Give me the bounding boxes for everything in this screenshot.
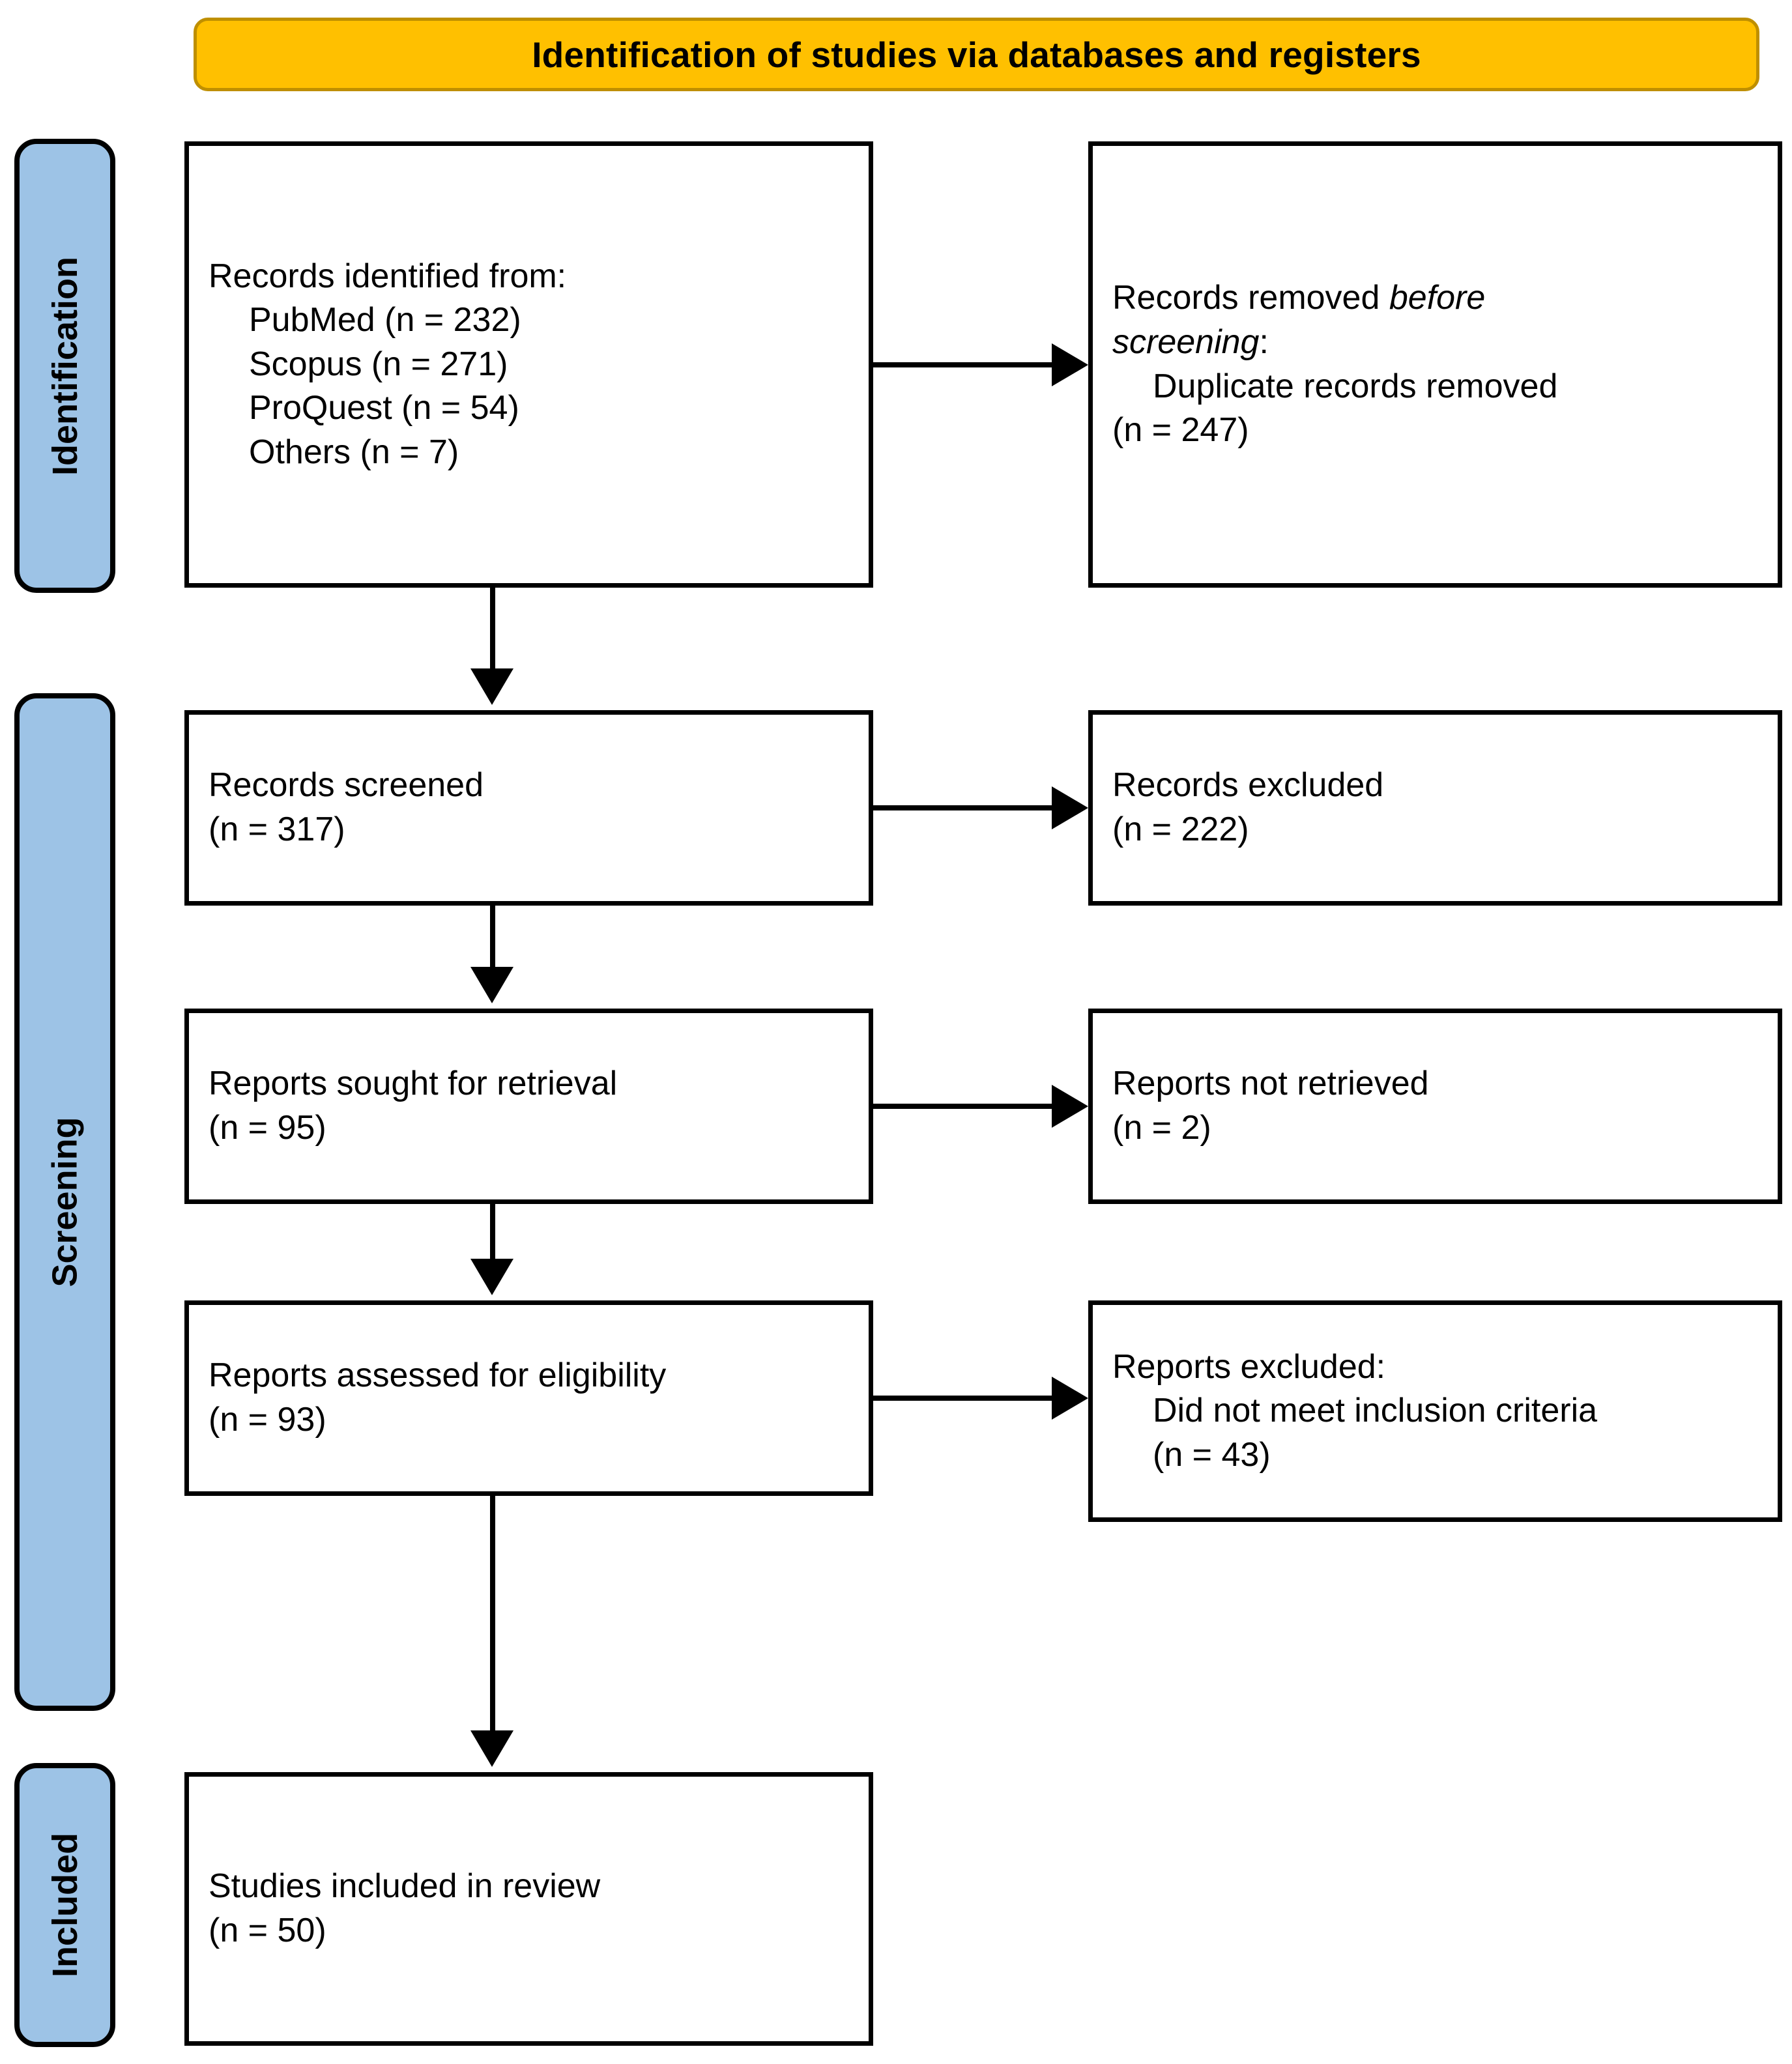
box-records-removed-line-2-emphasis: screening [1112,322,1260,361]
box-records-excluded-label: Records excluded [1112,766,1384,805]
box-reports-assessed: Reports assessed for eligibility (n = 93… [184,1300,873,1496]
box-reports-sought-count: (n = 95) [209,1109,326,1147]
arrow-identified-to-removed-line [873,362,1054,367]
box-reports-assessed-label: Reports assessed for eligibility [209,1356,667,1395]
arrow-assessed-to-included-head-icon [470,1730,513,1767]
arrow-assessed-to-reports-excluded-line [873,1396,1054,1401]
box-reports-excluded: Reports excluded: Did not meet inclusion… [1088,1300,1782,1522]
arrow-screened-to-sought-head-icon [470,967,513,1003]
box-studies-included-count: (n = 50) [209,1912,326,1949]
box-studies-included-label: Studies included in review [209,1867,601,1906]
box-reports-not-retrieved-count: (n = 2) [1112,1109,1211,1147]
box-records-removed: Records removed before screening: Duplic… [1088,141,1782,588]
box-records-screened-label: Records screened [209,766,484,805]
arrow-sought-to-not-retrieved-head-icon [1052,1085,1088,1128]
box-records-excluded: Records excluded (n = 222) [1088,710,1782,906]
box-records-removed-duplicates: Duplicate records removed [1153,367,1558,405]
box-records-removed-line-1: Records removed before [1112,276,1758,321]
box-records-removed-line-2-suffix: : [1259,322,1269,361]
arrow-screened-to-sought-line [490,906,495,972]
box-reports-sought: Reports sought for retrieval (n = 95) [184,1009,873,1204]
arrow-identified-to-screened-line [490,588,495,674]
box-records-identified-source-proquest: ProQuest (n = 54) [249,389,519,427]
box-records-screened-count: (n = 317) [209,810,345,848]
box-reports-excluded-count: (n = 43) [1153,1435,1271,1474]
stage-label-identification-text: Identification [45,256,85,476]
box-reports-not-retrieved-label: Reports not retrieved [1112,1065,1429,1103]
box-reports-assessed-count: (n = 93) [209,1401,326,1439]
diagram-header-banner: Identification of studies via databases … [194,18,1759,91]
box-records-identified-source-others: Others (n = 7) [249,433,459,471]
arrow-sought-to-not-retrieved-line [873,1104,1054,1109]
stage-label-included-text: Included [45,1832,85,1978]
box-reports-excluded-label: Reports excluded: [1112,1347,1386,1386]
stage-label-screening: Screening [14,693,115,1711]
arrow-screened-to-excluded-head-icon [1052,786,1088,829]
arrow-sought-to-assessed-line [490,1204,495,1264]
box-studies-included: Studies included in review (n = 50) [184,1772,873,2046]
arrow-assessed-to-reports-excluded-head-icon [1052,1377,1088,1420]
arrow-identified-to-removed-head-icon [1052,343,1088,386]
arrow-screened-to-excluded-line [873,805,1054,810]
box-records-identified: Records identified from: PubMed (n = 232… [184,141,873,588]
diagram-title: Identification of studies via databases … [532,34,1421,75]
box-records-removed-line-1-prefix: Records removed [1112,279,1389,317]
box-records-removed-line-2: screening: [1112,321,1758,365]
arrow-identified-to-screened-head-icon [470,668,513,705]
stage-label-screening-text: Screening [45,1117,85,1287]
box-reports-sought-label: Reports sought for retrieval [209,1065,618,1103]
box-reports-not-retrieved: Reports not retrieved (n = 2) [1088,1009,1782,1204]
box-records-excluded-count: (n = 222) [1112,810,1249,848]
box-reports-excluded-reason: Did not meet inclusion criteria [1153,1392,1598,1430]
box-records-removed-count: (n = 247) [1112,411,1249,450]
stage-label-included: Included [14,1763,115,2047]
arrow-sought-to-assessed-head-icon [470,1259,513,1295]
box-records-identified-source-scopus: Scopus (n = 271) [249,345,508,383]
arrow-assessed-to-included-line [490,1496,495,1736]
box-records-identified-line-1: Records identified from: [209,257,567,295]
box-records-removed-line-1-emphasis: before [1389,279,1486,317]
box-records-identified-source-pubmed: PubMed (n = 232) [249,301,521,339]
stage-label-identification: Identification [14,139,115,593]
box-records-screened: Records screened (n = 317) [184,710,873,906]
